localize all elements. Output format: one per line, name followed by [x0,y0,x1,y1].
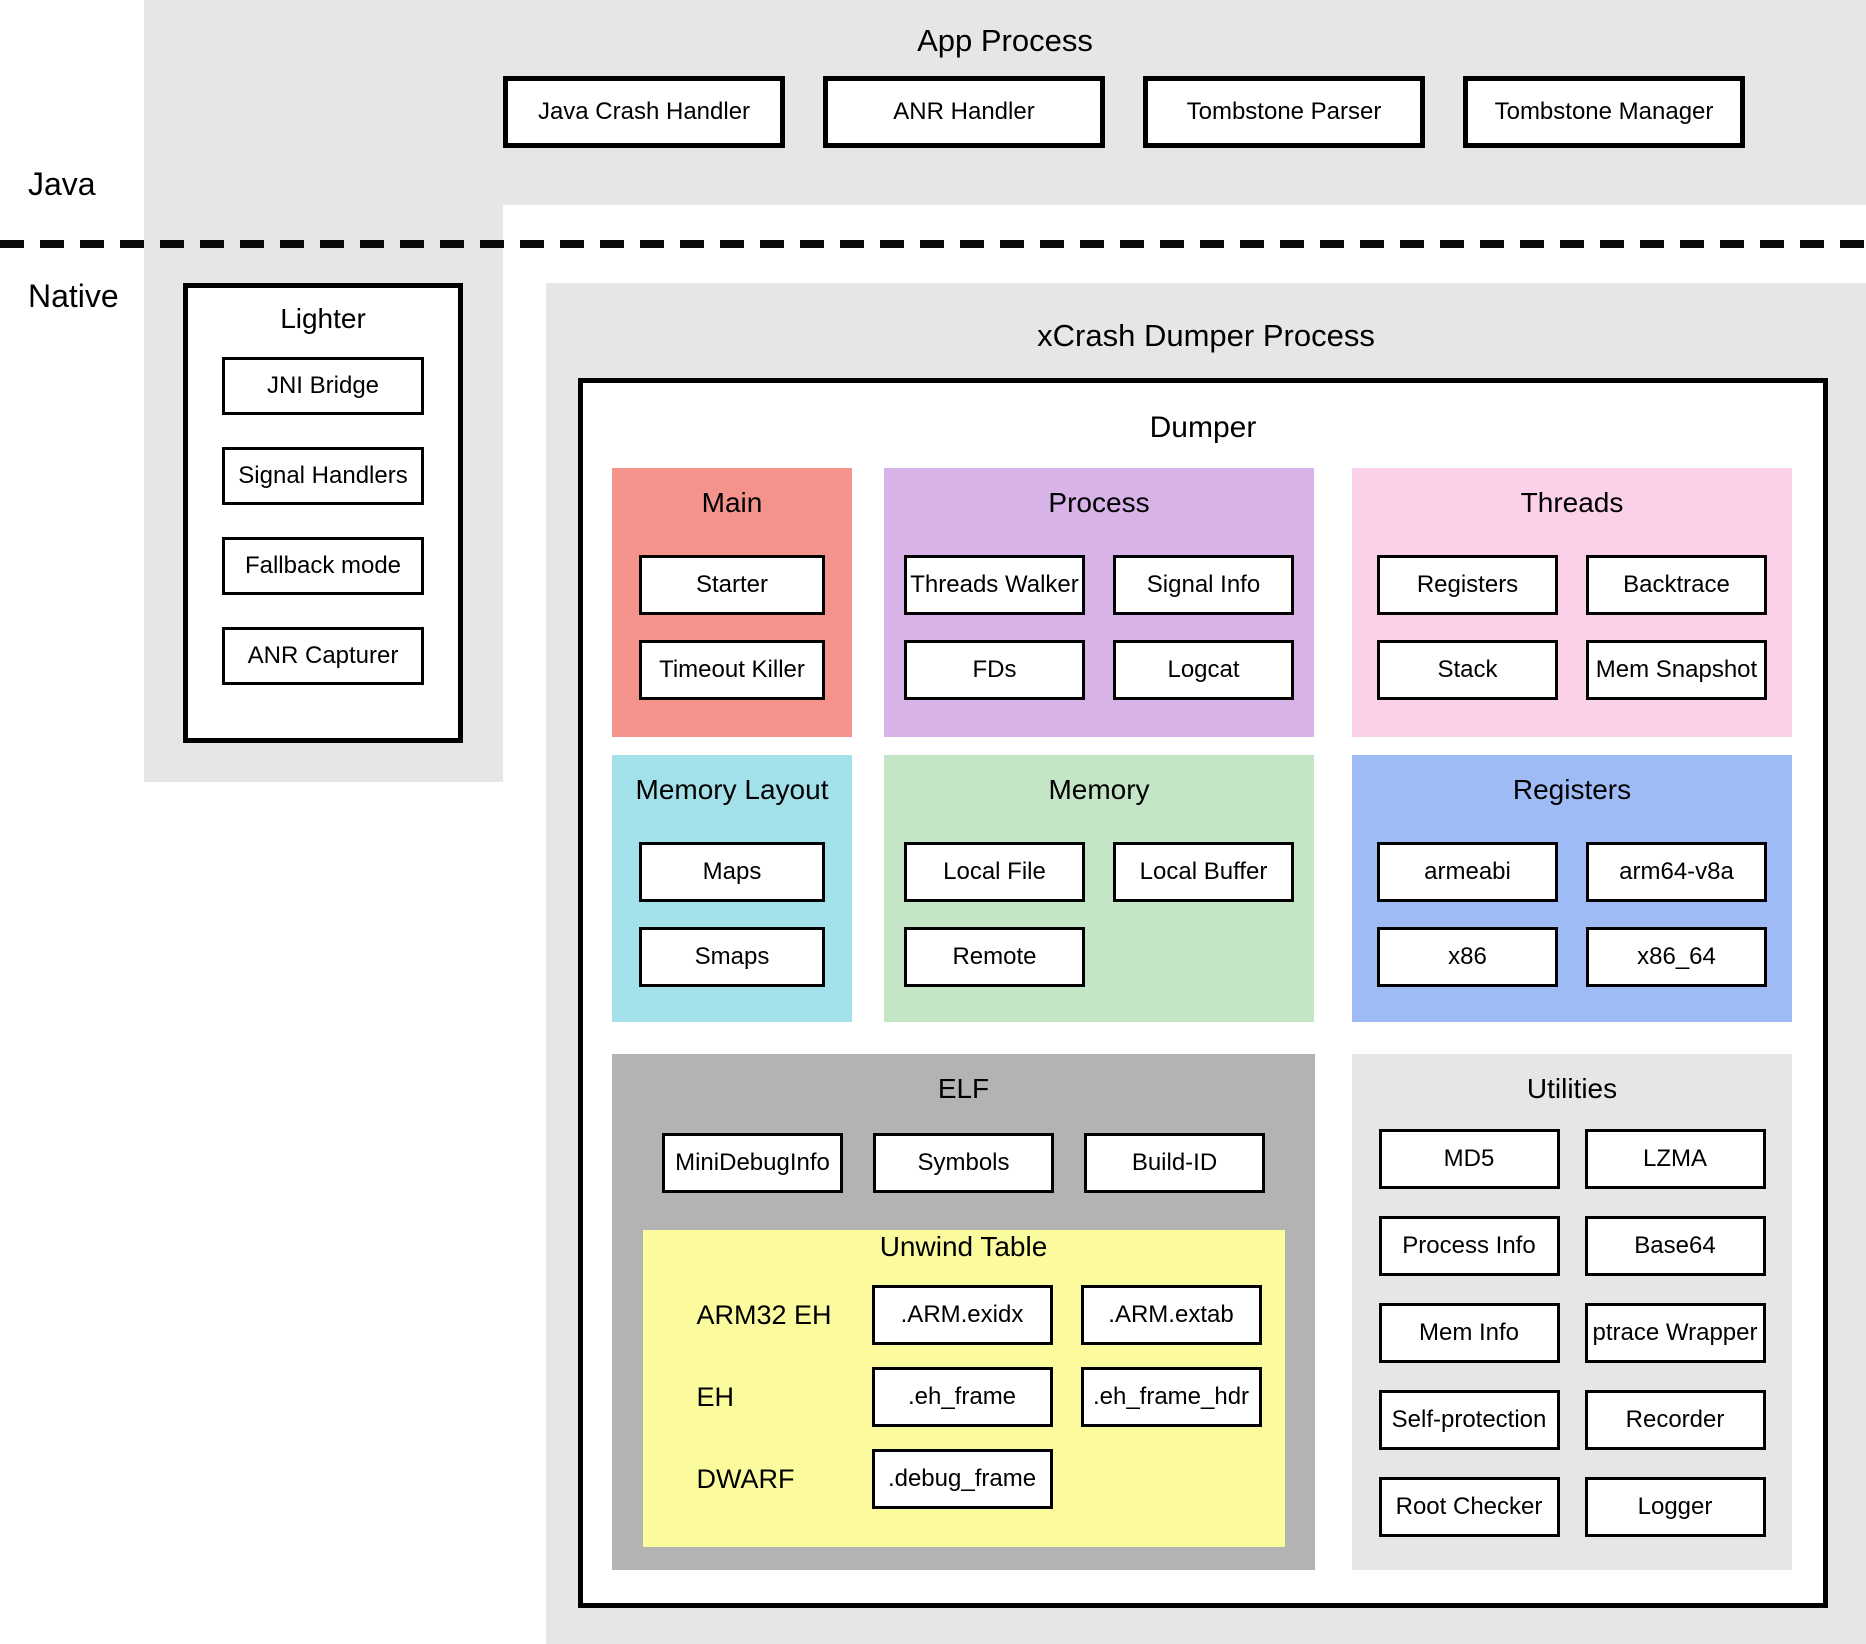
component-box: ptrace Wrapper [1584,1303,1766,1363]
section-elf-title: ELF [937,1073,990,1104]
section-registers-title: Registers [1512,774,1632,805]
section-memory-layout-title: Memory Layout [635,774,829,805]
section-main-title: Main [701,487,763,518]
component-box: armeabi [1377,842,1558,902]
component-box: Maps [639,842,825,902]
component-box: ANR Handler [823,76,1105,148]
component-box: Process Info [1378,1216,1560,1276]
component-box: Self-protection [1378,1390,1560,1450]
component-box: FDs [904,640,1085,700]
component-box: Tombstone Manager [1463,76,1745,148]
component-box: Fallback mode [222,537,424,595]
component-box: .debug_frame [871,1449,1053,1509]
component-box: .eh_frame [871,1367,1053,1427]
unwind-table-title: Unwind Table [879,1231,1048,1262]
component-box: Local File [904,842,1085,902]
component-box: Threads Walker [904,555,1085,615]
component-box: arm64-v8a [1586,842,1767,902]
component-box: Recorder [1584,1390,1766,1450]
unwind-row-arm32-eh: ARM32 EH .ARM.exidx .ARM.extab [643,1285,1285,1345]
unwind-table-rows: ARM32 EH .ARM.exidx .ARM.extab EH .eh_fra… [643,1285,1285,1509]
component-box: Smaps [639,927,825,987]
unwind-row-label: DWARF [696,1463,795,1494]
component-box: Mem Info [1378,1303,1560,1363]
component-box: Java Crash Handler [503,76,785,148]
unwind-row-dwarf: DWARF .debug_frame [643,1449,1285,1509]
component-box: x86_64 [1586,927,1767,987]
component-box: LZMA [1584,1129,1766,1189]
component-box: Remote [904,927,1085,987]
component-box: Build-ID [1084,1133,1265,1193]
component-box: Starter [639,555,825,615]
unwind-table-box: Unwind Table ARM32 EH .ARM.exidx .ARM.ext… [642,1230,1285,1547]
dumper-title: Dumper [1149,411,1257,444]
section-threads-title: Threads [1520,487,1624,518]
java-native-divider [0,240,1866,248]
unwind-row-eh: EH .eh_frame .eh_frame_hdr [643,1367,1285,1427]
component-box: Signal Info [1113,555,1294,615]
component-box: Local Buffer [1113,842,1294,902]
component-box: Tombstone Parser [1143,76,1425,148]
section-registers: Registers armeabi arm64-v8a x86 x86_64 [1352,755,1792,1022]
component-box: .ARM.exidx [871,1285,1053,1345]
component-box: Stack [1377,640,1558,700]
java-layer-label: Java [28,166,96,202]
section-utilities-title: Utilities [1526,1073,1618,1104]
component-box: Symbols [873,1133,1054,1193]
native-layer-label: Native [28,278,119,314]
unwind-row-label: EH [696,1381,735,1412]
component-box: Mem Snapshot [1586,640,1767,700]
component-box: Registers [1377,555,1558,615]
unwind-row-label: ARM32 EH [696,1299,832,1330]
component-box: Base64 [1584,1216,1766,1276]
component-box: .ARM.extab [1080,1285,1262,1345]
section-elf: ELF MiniDebugInfo Symbols Build-ID Unwind … [612,1054,1315,1570]
component-box: x86 [1377,927,1558,987]
xcrash-dumper-process-title: xCrash Dumper Process [1037,318,1375,353]
component-box: JNI Bridge [222,357,424,415]
component-box: Signal Handlers [222,447,424,505]
section-memory-title: Memory [1048,774,1150,805]
component-box: ANR Capturer [222,627,424,685]
lighter-title: Lighter [280,303,366,334]
app-process-title: App Process [917,23,1093,58]
component-box: Timeout Killer [639,640,825,700]
component-box: MD5 [1378,1129,1560,1189]
component-box: MiniDebugInfo [662,1133,843,1193]
component-box: Root Checker [1378,1477,1560,1537]
component-box: Logcat [1113,640,1294,700]
component-box: Backtrace [1586,555,1767,615]
section-process-title: Process [1048,487,1150,518]
component-box: Logger [1584,1477,1766,1537]
component-box: .eh_frame_hdr [1080,1367,1262,1427]
